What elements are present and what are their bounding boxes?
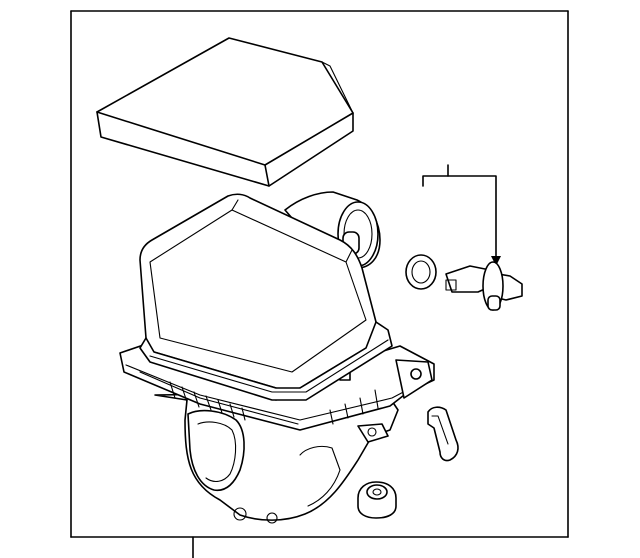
hose-clip <box>427 406 459 462</box>
callout-arrowhead <box>491 256 501 266</box>
rubber-grommet <box>357 481 397 519</box>
diagram-frame <box>70 10 569 558</box>
mass-air-flow-sensor <box>422 164 523 311</box>
seal-ring <box>405 254 437 290</box>
air-cleaner-housing <box>119 191 435 524</box>
air-filter-element <box>96 37 354 187</box>
